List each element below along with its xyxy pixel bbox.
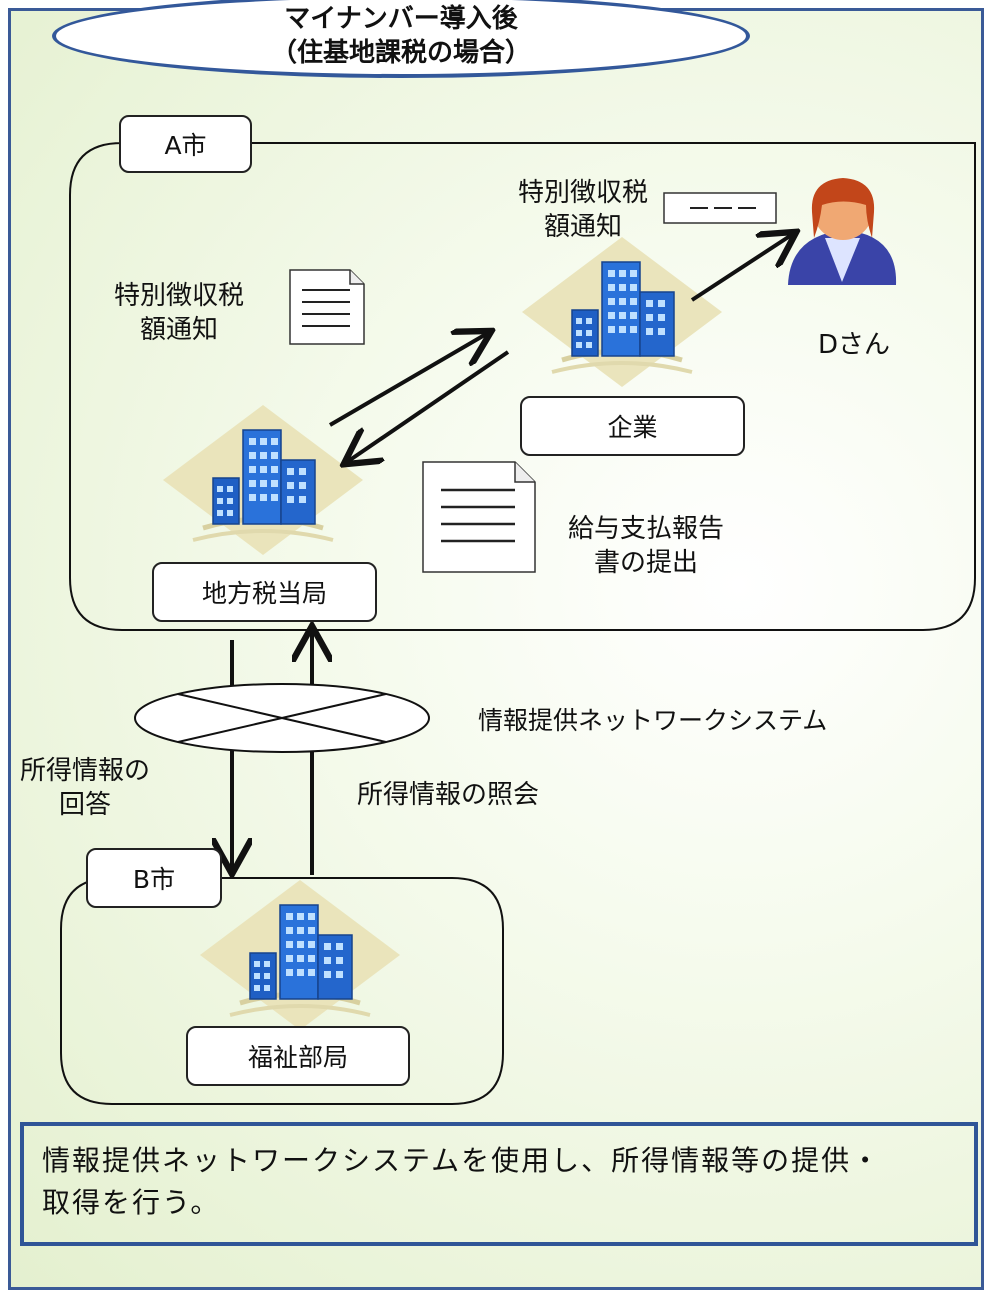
notice-top-label: 特別徴収税 額通知 [518, 178, 649, 242]
salary-report-document-icon [422, 461, 536, 573]
notice-left-label: 特別徴収税 額通知 [114, 281, 245, 345]
footer-note-line1: 情報提供ネットワークシステムを使用し、所得情報等の提供・ [42, 1144, 882, 1177]
footer-note: 情報提供ネットワークシステムを使用し、所得情報等の提供・ 取得を行う。 [20, 1122, 978, 1246]
company-to-tax-arrow [347, 350, 510, 462]
tax-to-company-arrow [328, 333, 488, 427]
footer-note-line2: 取得を行う。 [42, 1186, 221, 1219]
salary-report-label: 給与支払報告 書の提出 [568, 514, 725, 578]
city-a-tab: A市 [119, 115, 252, 173]
company-to-person-arrow [690, 234, 793, 302]
company-box: 企業 [520, 396, 745, 456]
income-query-label: 所得情報の照会 [357, 780, 540, 810]
title-oval: マイナンバー導入後 （住基地課税の場合） [52, 0, 750, 78]
city-a-region [69, 142, 976, 631]
tax-office-box: 地方税当局 [152, 562, 377, 622]
person-icon [788, 178, 897, 285]
tax-office-building-icon [163, 405, 363, 555]
network-system-icon [134, 683, 430, 753]
city-b-tab: B市 [86, 848, 222, 908]
welfare-building-icon [200, 880, 400, 1030]
notice-document-icon [289, 269, 365, 345]
welfare-box: 福祉部局 [186, 1026, 410, 1086]
dash-document-icon [663, 192, 777, 224]
city-b-region [60, 877, 504, 1105]
title-line2: （住基地課税の場合） [270, 38, 531, 68]
network-label: 情報提供ネットワークシステム [478, 706, 828, 735]
income-answer-label: 所得情報の 回答 [20, 756, 151, 820]
company-building-icon [522, 237, 722, 387]
title-line1: マイナンバー導入後 [284, 4, 518, 34]
person-label: Dさん [818, 330, 891, 360]
